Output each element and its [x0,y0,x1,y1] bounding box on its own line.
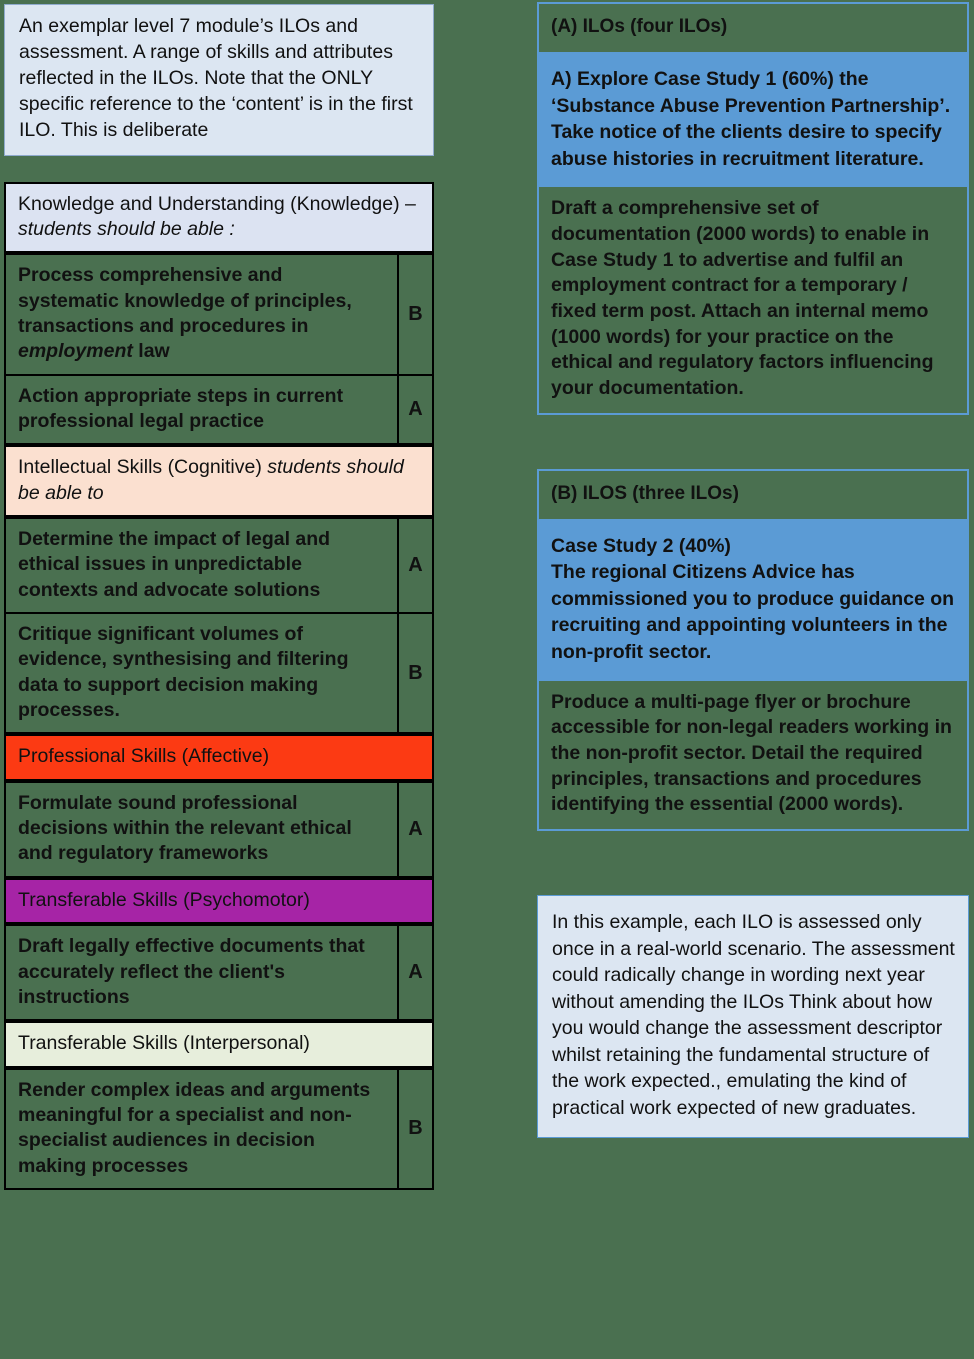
ilo-row: Formulate sound professional decisions w… [4,780,434,878]
ilo-row: Render complex ideas and arguments meani… [4,1067,434,1190]
section-b-title: (B) ILOS (three ILOs) [537,468,969,521]
footer-note: In this example, each ILO is assessed on… [537,895,969,1139]
ilo-assessment-mark: A [399,924,434,1022]
ilo-body: complex ideas and arguments meaningful f… [18,1078,371,1177]
ilo-assessment-mark: A [399,517,434,615]
ilo-assessment-mark: B [399,253,434,376]
ilo-verb: Render [18,1078,86,1101]
ilo-statement: Render complex ideas and arguments meani… [4,1067,399,1190]
ilo-statement: Formulate sound professional decisions w… [4,780,399,878]
ilo-verb: Action [18,384,79,407]
ilo-statement: Action appropriate steps in current prof… [4,375,399,446]
category-header-text: Professional Skills (Affective) [18,745,270,768]
right-column: (A) ILOs (four ILOs) A) Explore Case Stu… [537,2,969,1139]
ilo-table: Knowledge and Understanding (Knowledge) … [4,181,434,1190]
category-header-text: Intellectual Skills (Cognitive) [18,456,268,479]
ilo-statement: Draft legally effective documents that a… [4,924,399,1022]
section-b-brief: Case Study 2 (40%) The regional Citizens… [537,520,969,681]
ilo-assessment-mark: B [399,1067,434,1190]
ilo-body: the impact of legal and ethical issues i… [18,528,331,601]
category-header-psychomotor: Transferable Skills (Psychomotor) [4,877,434,925]
section-b: (B) ILOS (three ILOs) Case Study 2 (40%)… [537,468,969,832]
ilo-assessment-mark: A [399,375,434,446]
ilo-body: significant volumes of evidence, synthes… [18,623,349,722]
category-header-affective: Professional Skills (Affective) [4,734,434,781]
ilo-statement: Determine the impact of legal and ethica… [4,517,399,615]
exemplar-note: An exemplar level 7 module’s ILOs and as… [4,4,434,156]
ilo-row: Draft legally effective documents that a… [4,924,434,1022]
ilo-row: Action appropriate steps in current prof… [4,375,434,446]
category-header-knowledge: Knowledge and Understanding (Knowledge) … [4,181,434,254]
ilo-body: comprehensive and systematic knowledge o… [18,264,352,337]
section-a: (A) ILOs (four ILOs) A) Explore Case Stu… [537,2,969,415]
category-header-interpersonal: Transferable Skills (Interpersonal) [4,1021,434,1068]
section-a-title: (A) ILOs (four ILOs) [537,2,969,54]
category-header-cognitive: Intellectual Skills (Cognitive) students… [4,445,434,518]
ilo-assessment-mark: B [399,614,434,735]
ilo-verb: Formulate [18,791,113,814]
ilo-body: legally effective documents that accurat… [18,935,365,1008]
ilo-verb: Determine [18,528,114,551]
ilo-row: Determine the impact of legal and ethica… [4,517,434,615]
left-column: An exemplar level 7 module’s ILOs and as… [4,4,434,1190]
section-b-task: Produce a multi-page flyer or brochure a… [537,680,969,832]
category-header-text: Transferable Skills (Interpersonal) [18,1032,310,1055]
category-header-text: Knowledge and Understanding (Knowledge) … [18,192,416,215]
category-header-italic: students should be able to [18,456,404,504]
category-header-italic: students should be able : [18,217,235,240]
category-header-text: Transferable Skills (Psychomotor) [18,888,310,911]
section-a-task: Draft a comprehensive set of documentati… [537,187,969,415]
ilo-body: sound professional decisions within the … [18,791,352,865]
ilo-statement: Critique significant volumes of evidence… [4,614,399,735]
spacer-b-footer [537,831,969,895]
spacer-a-b [537,415,969,469]
ilo-body: appropriate steps in current professiona… [18,384,344,433]
ilo-row: Process comprehensive and systematic kno… [4,253,434,376]
ilo-assessment-mark: A [399,780,434,878]
section-a-brief: A) Explore Case Study 1 (60%) the ‘Subst… [537,54,969,188]
ilo-verb: Process [18,264,94,287]
ilo-row: Critique significant volumes of evidence… [4,614,434,735]
ilo-verb: Draft [18,935,64,958]
ilo-body-italic: employment [18,340,133,363]
ilo-statement: Process comprehensive and systematic kno… [4,253,399,376]
ilo-verb: Critique [18,623,92,646]
ilo-body-tail: law [132,340,170,363]
